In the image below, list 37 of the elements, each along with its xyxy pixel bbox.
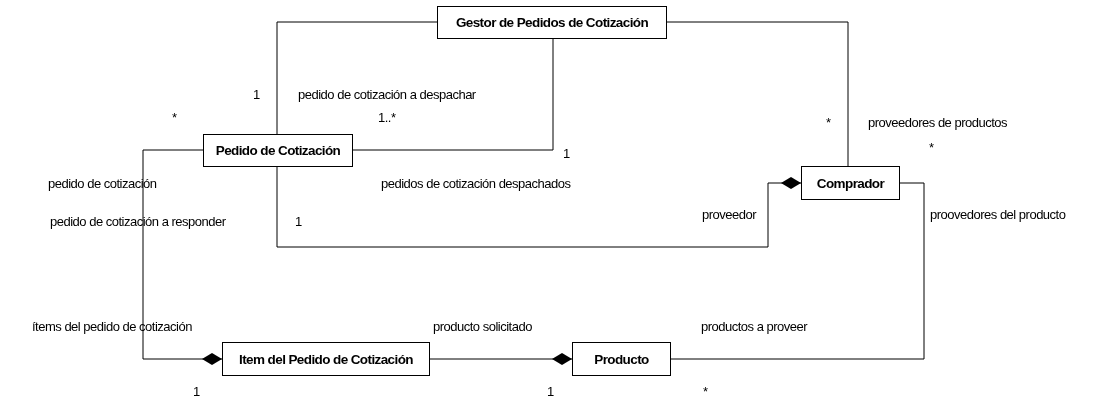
class-name: Producto [594, 351, 649, 367]
class-box [203, 134, 353, 167]
association-label: pedidos de cotización despachados [381, 176, 571, 191]
association-label: * [826, 115, 831, 130]
association-line [276, 21, 438, 135]
association-line [666, 21, 849, 167]
association-label: pedido de cotización a responder [50, 214, 226, 229]
association-label: ítems del pedido de cotización [32, 319, 192, 334]
class-box [572, 342, 671, 376]
association-label: 1 [295, 214, 302, 229]
composition-line [429, 353, 573, 365]
association-label: proveedor [702, 207, 757, 222]
class-box [437, 6, 667, 39]
class-name: Item del Pedido de Cotización [239, 351, 413, 367]
association-label: producto solicitado [433, 319, 532, 334]
association-label: * [929, 140, 934, 155]
association-label: productos a proveer [701, 319, 808, 334]
association-label: proovedores del producto [930, 207, 1066, 222]
class-box [222, 342, 430, 376]
association-label: proveedores de productos [868, 115, 1008, 130]
class-name: Pedido de Cotización [215, 143, 341, 158]
association-label: * [172, 110, 177, 125]
association-line [670, 182, 925, 360]
association-label: pedido de cotización a despachar [298, 87, 476, 102]
association-label: 1 [547, 384, 554, 399]
association-label: 1..* [378, 110, 396, 125]
class-name: Comprador [816, 175, 885, 191]
composition-line [276, 166, 802, 248]
association-label: 1 [253, 87, 260, 102]
association-line [352, 38, 554, 151]
association-label: 1 [193, 384, 200, 399]
class-name: Gestor de Pedidos de Cotización [455, 15, 649, 30]
association-label: 1 [563, 146, 570, 161]
association-label: * [703, 384, 708, 399]
association-label: pedido de cotización [48, 176, 157, 191]
class-box [801, 166, 900, 200]
composition-line [142, 149, 223, 365]
